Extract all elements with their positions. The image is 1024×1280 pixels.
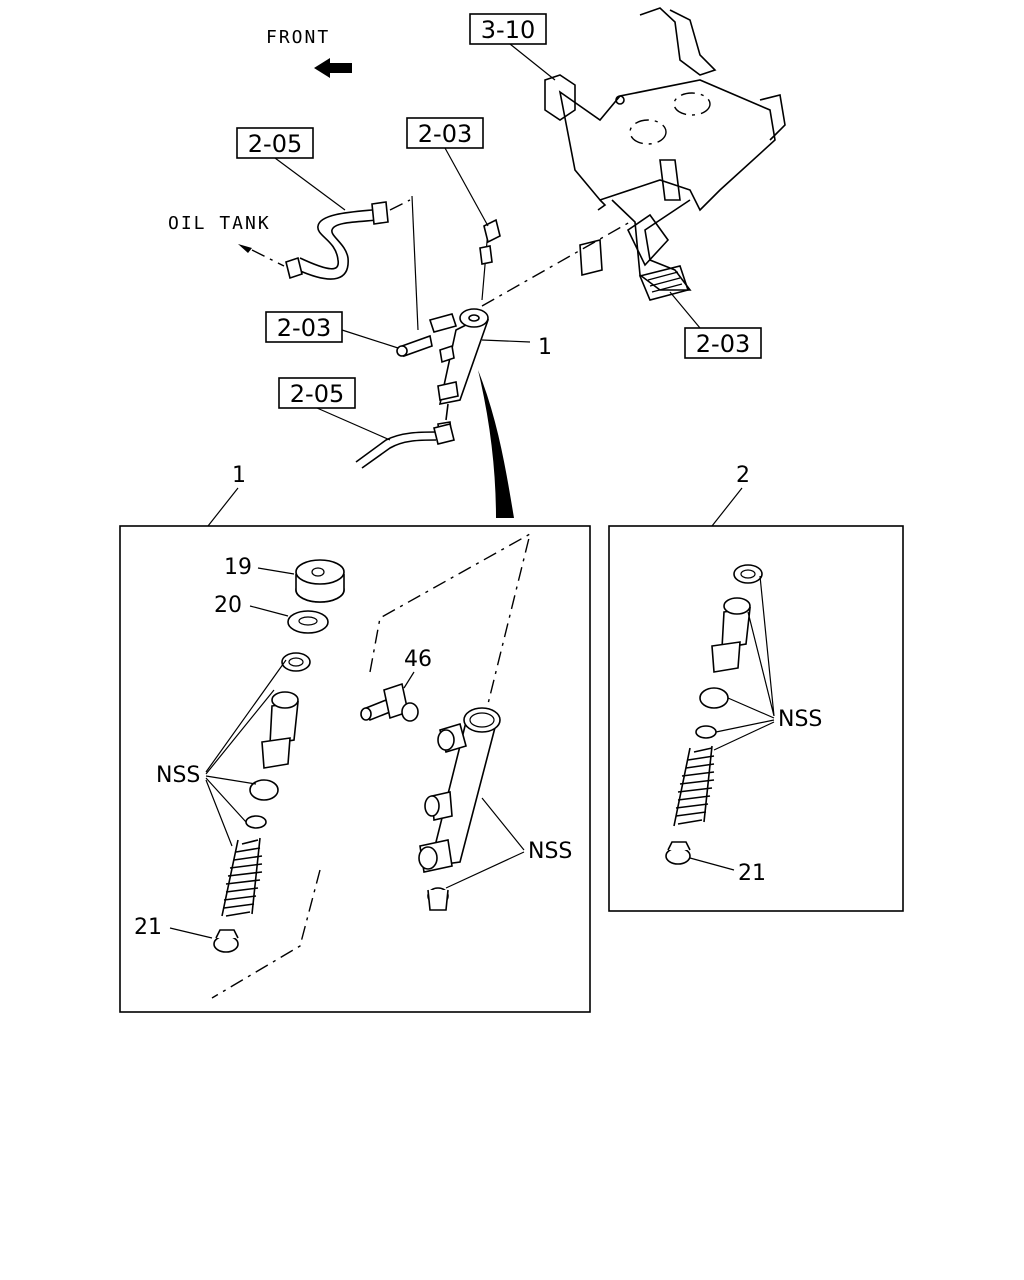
ref-label: 2-05	[248, 130, 302, 158]
oil-tank-arrow-icon	[238, 244, 252, 253]
detail-2-title: 2	[736, 463, 750, 488]
ref-box-2-03-left: 2-03	[265, 311, 399, 349]
nss-right-label: NSS	[528, 839, 572, 864]
lower-pipe	[355, 423, 455, 469]
part-20-label: 20	[214, 593, 242, 618]
nss-left-label: NSS	[156, 763, 200, 788]
detail-frame-2: 2 NSS 21	[608, 463, 904, 912]
part-46-label: 46	[404, 647, 432, 672]
part-21-left-label: 21	[134, 915, 162, 940]
detail-pointer	[478, 370, 514, 518]
ref-label: 2-03	[418, 120, 472, 148]
ref-box-3-10: 3-10	[469, 13, 556, 81]
front-label: FRONT	[266, 27, 330, 48]
pedal-bracket	[544, 7, 786, 301]
ref-box-2-05-bottom: 2-05	[278, 377, 391, 441]
ref-box-2-05-top: 2-05	[236, 127, 346, 211]
part-19-label: 19	[224, 555, 252, 580]
main-cylinder-assembly	[396, 218, 631, 518]
ref-label: 2-03	[277, 314, 331, 342]
nss-label: NSS	[778, 707, 822, 732]
oil-tank-hose: OIL TANK	[168, 195, 419, 331]
ref-box-2-03-right: 2-03	[669, 291, 762, 359]
detail-frame-1: 1 19 20 NSS 21	[119, 463, 591, 1013]
oil-tank-label: OIL TANK	[168, 213, 271, 234]
front-arrow-icon	[314, 58, 352, 78]
ref-label: 2-03	[696, 330, 750, 358]
detail-1-title: 1	[232, 463, 246, 488]
callout-main-cylinder: 1	[538, 335, 552, 360]
ref-box-2-03-top: 2-03	[406, 117, 489, 227]
ref-label: 2-05	[290, 380, 344, 408]
ref-label: 3-10	[481, 16, 535, 44]
front-indicator: FRONT	[266, 27, 352, 78]
part-21-label: 21	[738, 861, 766, 886]
